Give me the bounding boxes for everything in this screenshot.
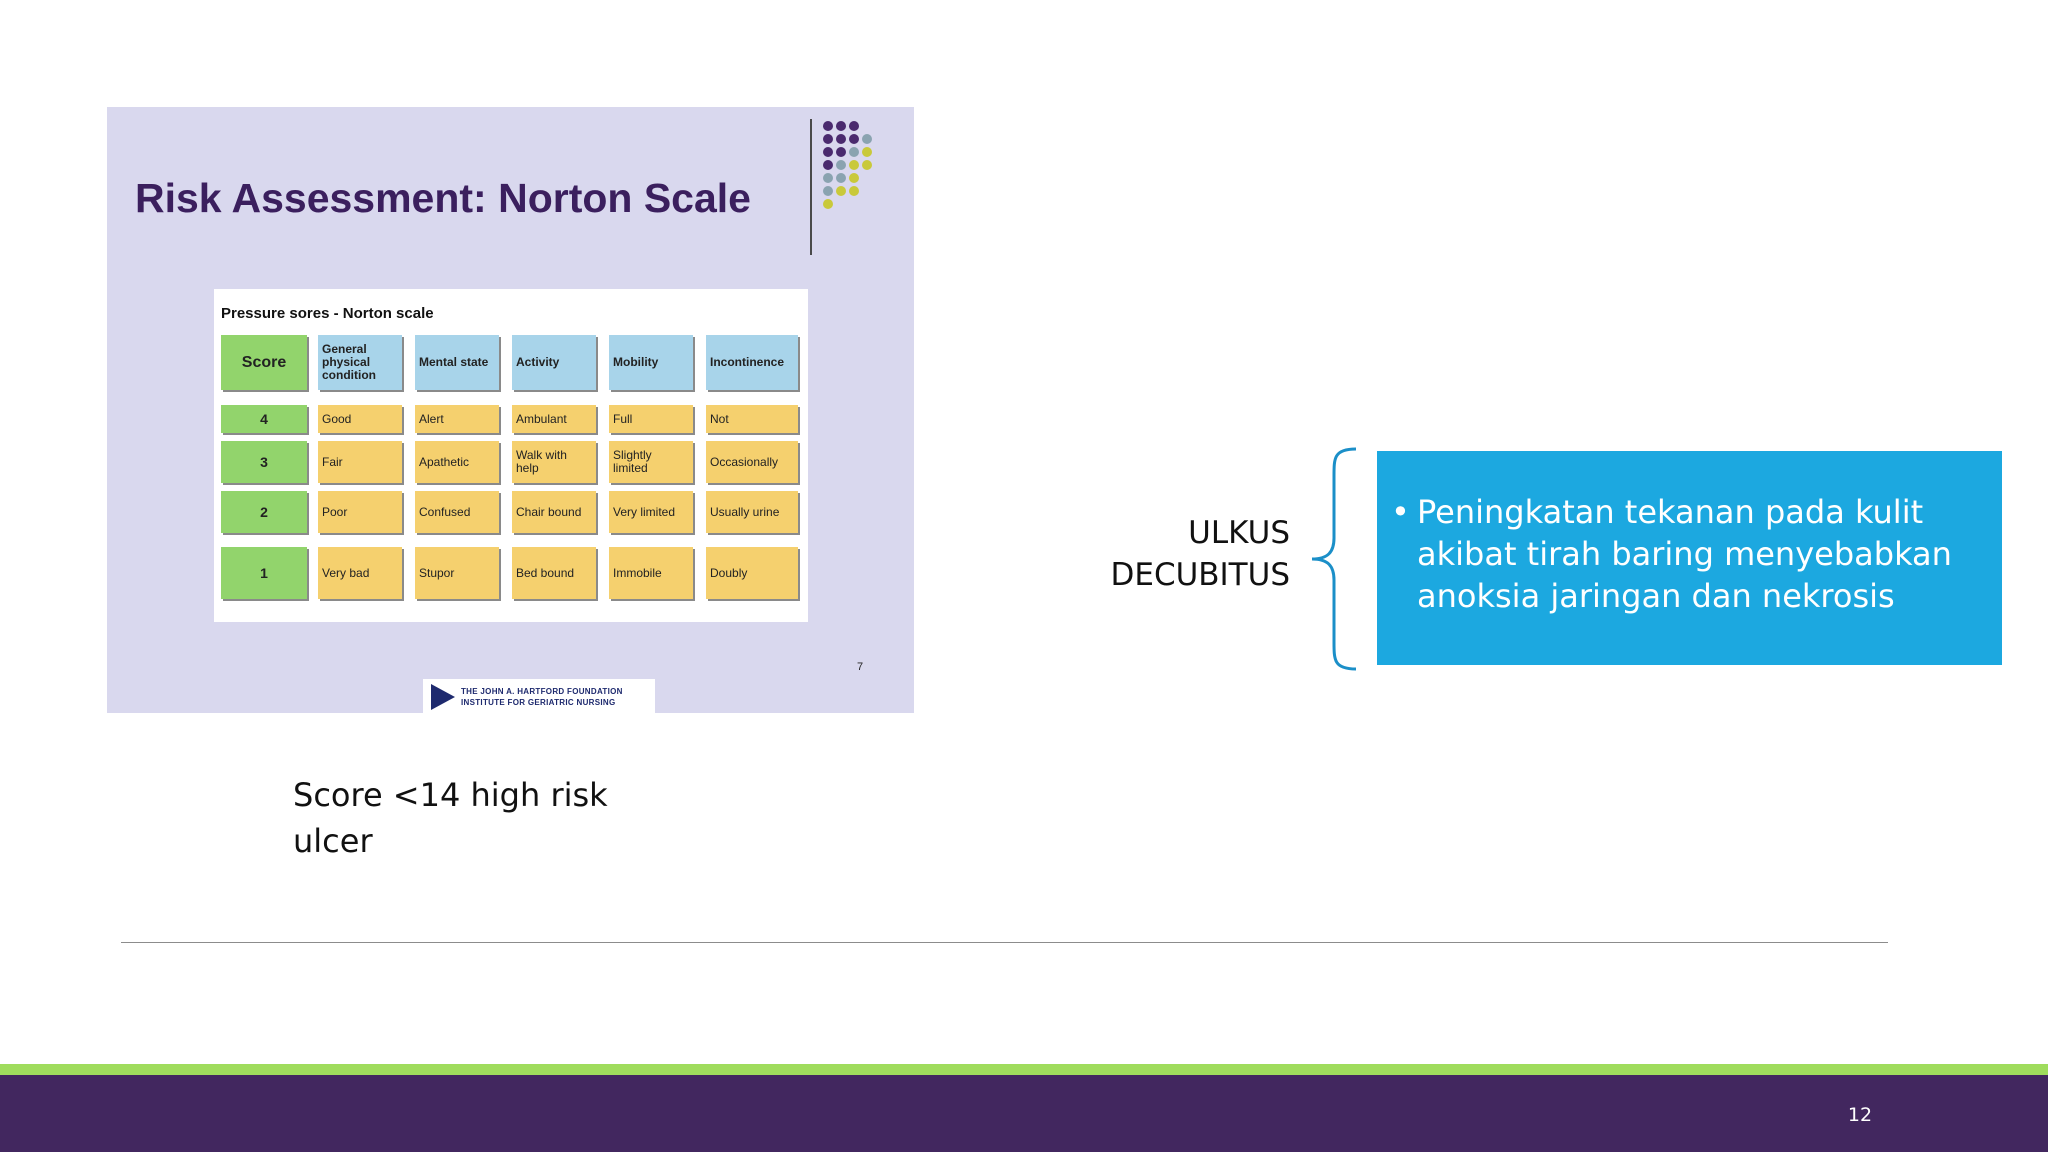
table-cell: Apathetic (415, 441, 499, 483)
decorative-dot (862, 147, 872, 157)
table-cell: Good (318, 405, 402, 433)
decorative-dot (836, 173, 846, 183)
curly-brace-icon (1311, 447, 1357, 671)
decorative-dot (836, 186, 846, 196)
table-header-cell: Mobility (609, 335, 693, 390)
table-cell: Not (706, 405, 798, 433)
definition-box: • Peningkatan tekanan pada kulit akibat … (1377, 451, 2002, 665)
embedded-page-number: 7 (857, 661, 864, 673)
table-header-cell: Activity (512, 335, 596, 390)
decorative-dot (823, 199, 833, 209)
embedded-divider (810, 119, 812, 255)
decorative-dot (849, 186, 859, 196)
embedded-slide-title: Risk Assessment: Norton Scale (135, 175, 751, 221)
foundation-line-1: THE JOHN A. HARTFORD FOUNDATION (461, 687, 623, 696)
table-cell: Fair (318, 441, 402, 483)
decorative-dot (849, 147, 859, 157)
table-cell: Confused (415, 491, 499, 533)
decorative-dot (823, 134, 833, 144)
table-caption: Pressure sores - Norton scale (221, 305, 434, 322)
definition-item: • Peningkatan tekanan pada kulit akibat … (1391, 491, 1976, 617)
bullet-icon: • (1391, 493, 1410, 531)
foundation-line-2: INSTITUTE FOR GERIATRIC NURSING (461, 698, 616, 707)
horizontal-rule (121, 942, 1888, 943)
hartford-foundation-logo: THE JOHN A. HARTFORD FOUNDATION INSTITUT… (423, 679, 655, 713)
decorative-dot (823, 147, 833, 157)
table-header-cell: General physical condition (318, 335, 402, 390)
score-cell: 1 (221, 547, 307, 599)
decorative-dots (823, 119, 903, 229)
table-cell: Usually urine (706, 491, 798, 533)
table-cell: Poor (318, 491, 402, 533)
table-cell: Chair bound (512, 491, 596, 533)
decorative-dot (862, 160, 872, 170)
table-cell: Bed bound (512, 547, 596, 599)
decorative-dot (823, 121, 833, 131)
table-cell: Doubly (706, 547, 798, 599)
table-cell: Full (609, 405, 693, 433)
table-cell: Immobile (609, 547, 693, 599)
decorative-dot (862, 134, 872, 144)
definition-text: Peningkatan tekanan pada kulit akibat ti… (1417, 493, 1952, 615)
decorative-dot (849, 160, 859, 170)
definition-list: • Peningkatan tekanan pada kulit akibat … (1391, 491, 1976, 617)
table-cell: Walk with help (512, 441, 596, 483)
decorative-dot (836, 160, 846, 170)
decorative-dot (849, 121, 859, 131)
table-cell: Ambulant (512, 405, 596, 433)
decorative-dot (823, 160, 833, 170)
decorative-dot (836, 147, 846, 157)
decorative-dot (849, 173, 859, 183)
footer-bar (0, 1075, 2048, 1152)
norton-scale-image: Risk Assessment: Norton Scale Pressure s… (107, 107, 914, 713)
table-cell: Slightly limited (609, 441, 693, 483)
decorative-dot (823, 173, 833, 183)
score-cell: 4 (221, 405, 307, 433)
table-header-cell: Incontinence (706, 335, 798, 390)
table-header-cell: Score (221, 335, 307, 390)
table-header-cell: Mental state (415, 335, 499, 390)
table-cell: Very limited (609, 491, 693, 533)
table-cell: Very bad (318, 547, 402, 599)
play-arrow-icon (431, 684, 455, 710)
decorative-dot (836, 121, 846, 131)
slide-page-number: 12 (1847, 1104, 1873, 1126)
table-cell: Alert (415, 405, 499, 433)
table-cell: Stupor (415, 547, 499, 599)
score-note: Score <14 high risk ulcer (293, 776, 608, 860)
table-cell: Occasionally (706, 441, 798, 483)
score-cell: 3 (221, 441, 307, 483)
decorative-dot (823, 186, 833, 196)
decorative-dot (849, 134, 859, 144)
decorative-dot (836, 134, 846, 144)
footer-accent-strip (0, 1064, 2048, 1075)
ulkus-decubitus-label: ULKUS DECUBITUS (1110, 515, 1290, 593)
score-cell: 2 (221, 491, 307, 533)
